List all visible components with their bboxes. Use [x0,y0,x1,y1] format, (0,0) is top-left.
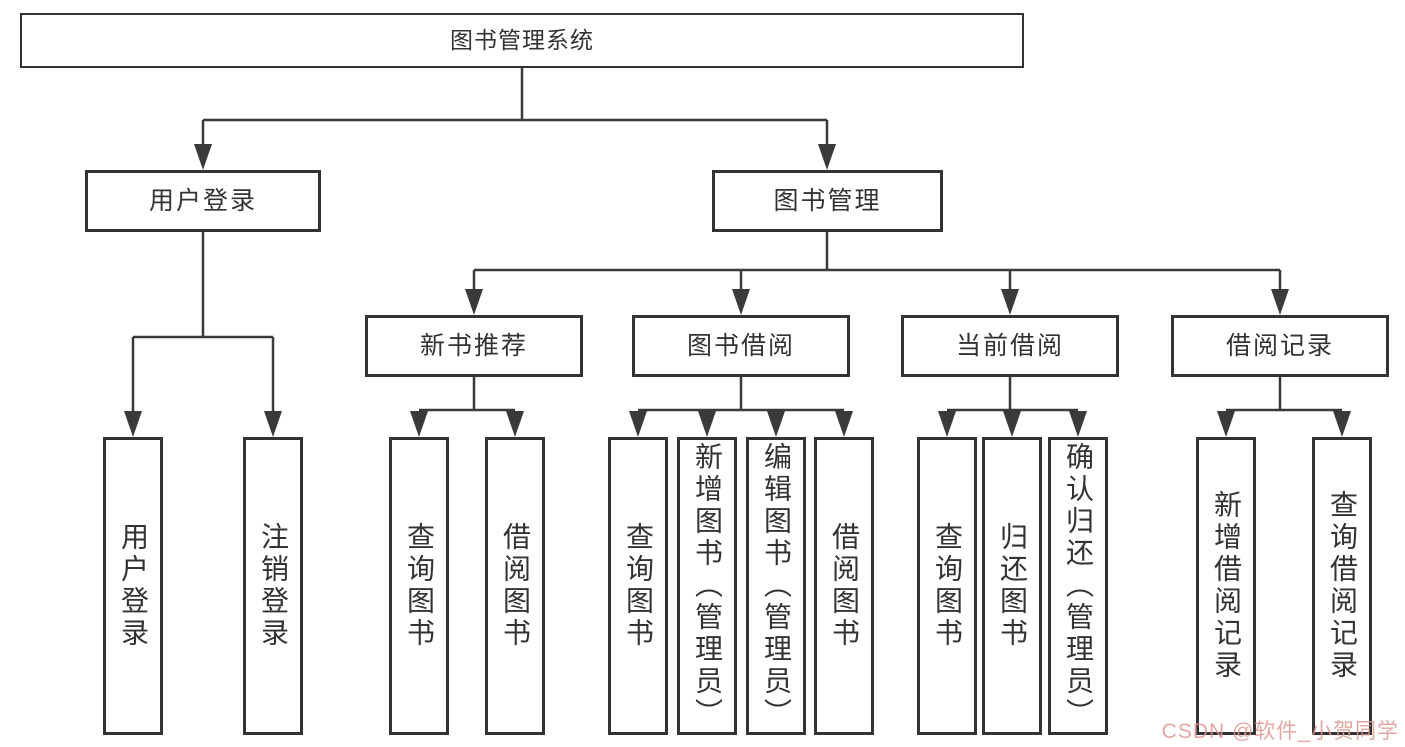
csdn-watermark: CSDN @软件_小贺同学 [1161,720,1399,743]
leaf-borrow-borrow-books: 借阅图书 [814,437,874,735]
leaf-records-query-record-label: 查询借阅记录 [1327,490,1358,682]
leaf-newrec-query-books-label: 查询图书 [404,522,435,650]
leaf-current-return-books: 归还图书 [982,437,1042,735]
leaf-newrec-borrow-books: 借阅图书 [485,437,545,735]
leaf-borrow-query-books-label: 查询图书 [623,522,654,650]
leaf-logout: 注销登录 [243,437,303,735]
node-borrow-records-label: 借阅记录 [1225,331,1334,360]
node-book-management-label: 图书管理 [773,186,882,215]
leaf-records-add-record: 新增借阅记录 [1196,437,1256,735]
leaf-borrow-borrow-books-label: 借阅图书 [829,522,860,650]
leaf-borrow-add-books-label: 新增图书（管理员） [692,442,723,730]
leaf-borrow-query-books: 查询图书 [608,437,668,735]
node-new-book-recommend-label: 新书推荐 [419,331,528,360]
leaf-user-login-label: 用户登录 [118,522,149,650]
arrowhead-icons [124,144,1351,437]
leaf-user-login: 用户登录 [103,437,163,735]
leaf-borrow-edit-books-label: 编辑图书（管理员） [761,442,792,730]
leaf-borrow-edit-books: 编辑图书（管理员） [746,437,806,735]
leaf-newrec-query-books: 查询图书 [389,437,449,735]
node-root: 图书管理系统 [20,13,1024,68]
node-user-login-label: 用户登录 [148,186,257,215]
leaf-records-add-record-label: 新增借阅记录 [1211,490,1242,682]
node-book-borrowing-label: 图书借阅 [686,331,795,360]
leaf-records-query-record: 查询借阅记录 [1312,437,1372,735]
leaf-current-return-books-label: 归还图书 [997,522,1028,650]
node-current-borrowing: 当前借阅 [901,315,1119,377]
node-root-label: 图书管理系统 [450,27,594,53]
leaf-logout-label: 注销登录 [258,522,289,650]
node-book-management: 图书管理 [712,170,943,232]
leaf-current-query-books: 查询图书 [917,437,977,735]
leaf-newrec-borrow-books-label: 借阅图书 [500,522,531,650]
leaf-current-confirm-return-label: 确认归还（管理员） [1063,442,1094,730]
node-new-book-recommend: 新书推荐 [365,315,583,377]
leaf-borrow-add-books: 新增图书（管理员） [677,437,737,735]
node-borrow-records: 借阅记录 [1171,315,1389,377]
node-book-borrowing: 图书借阅 [632,315,850,377]
node-current-borrowing-label: 当前借阅 [955,331,1064,360]
leaf-current-query-books-label: 查询图书 [932,522,963,650]
leaf-current-confirm-return: 确认归还（管理员） [1048,437,1108,735]
node-user-login: 用户登录 [85,170,321,232]
